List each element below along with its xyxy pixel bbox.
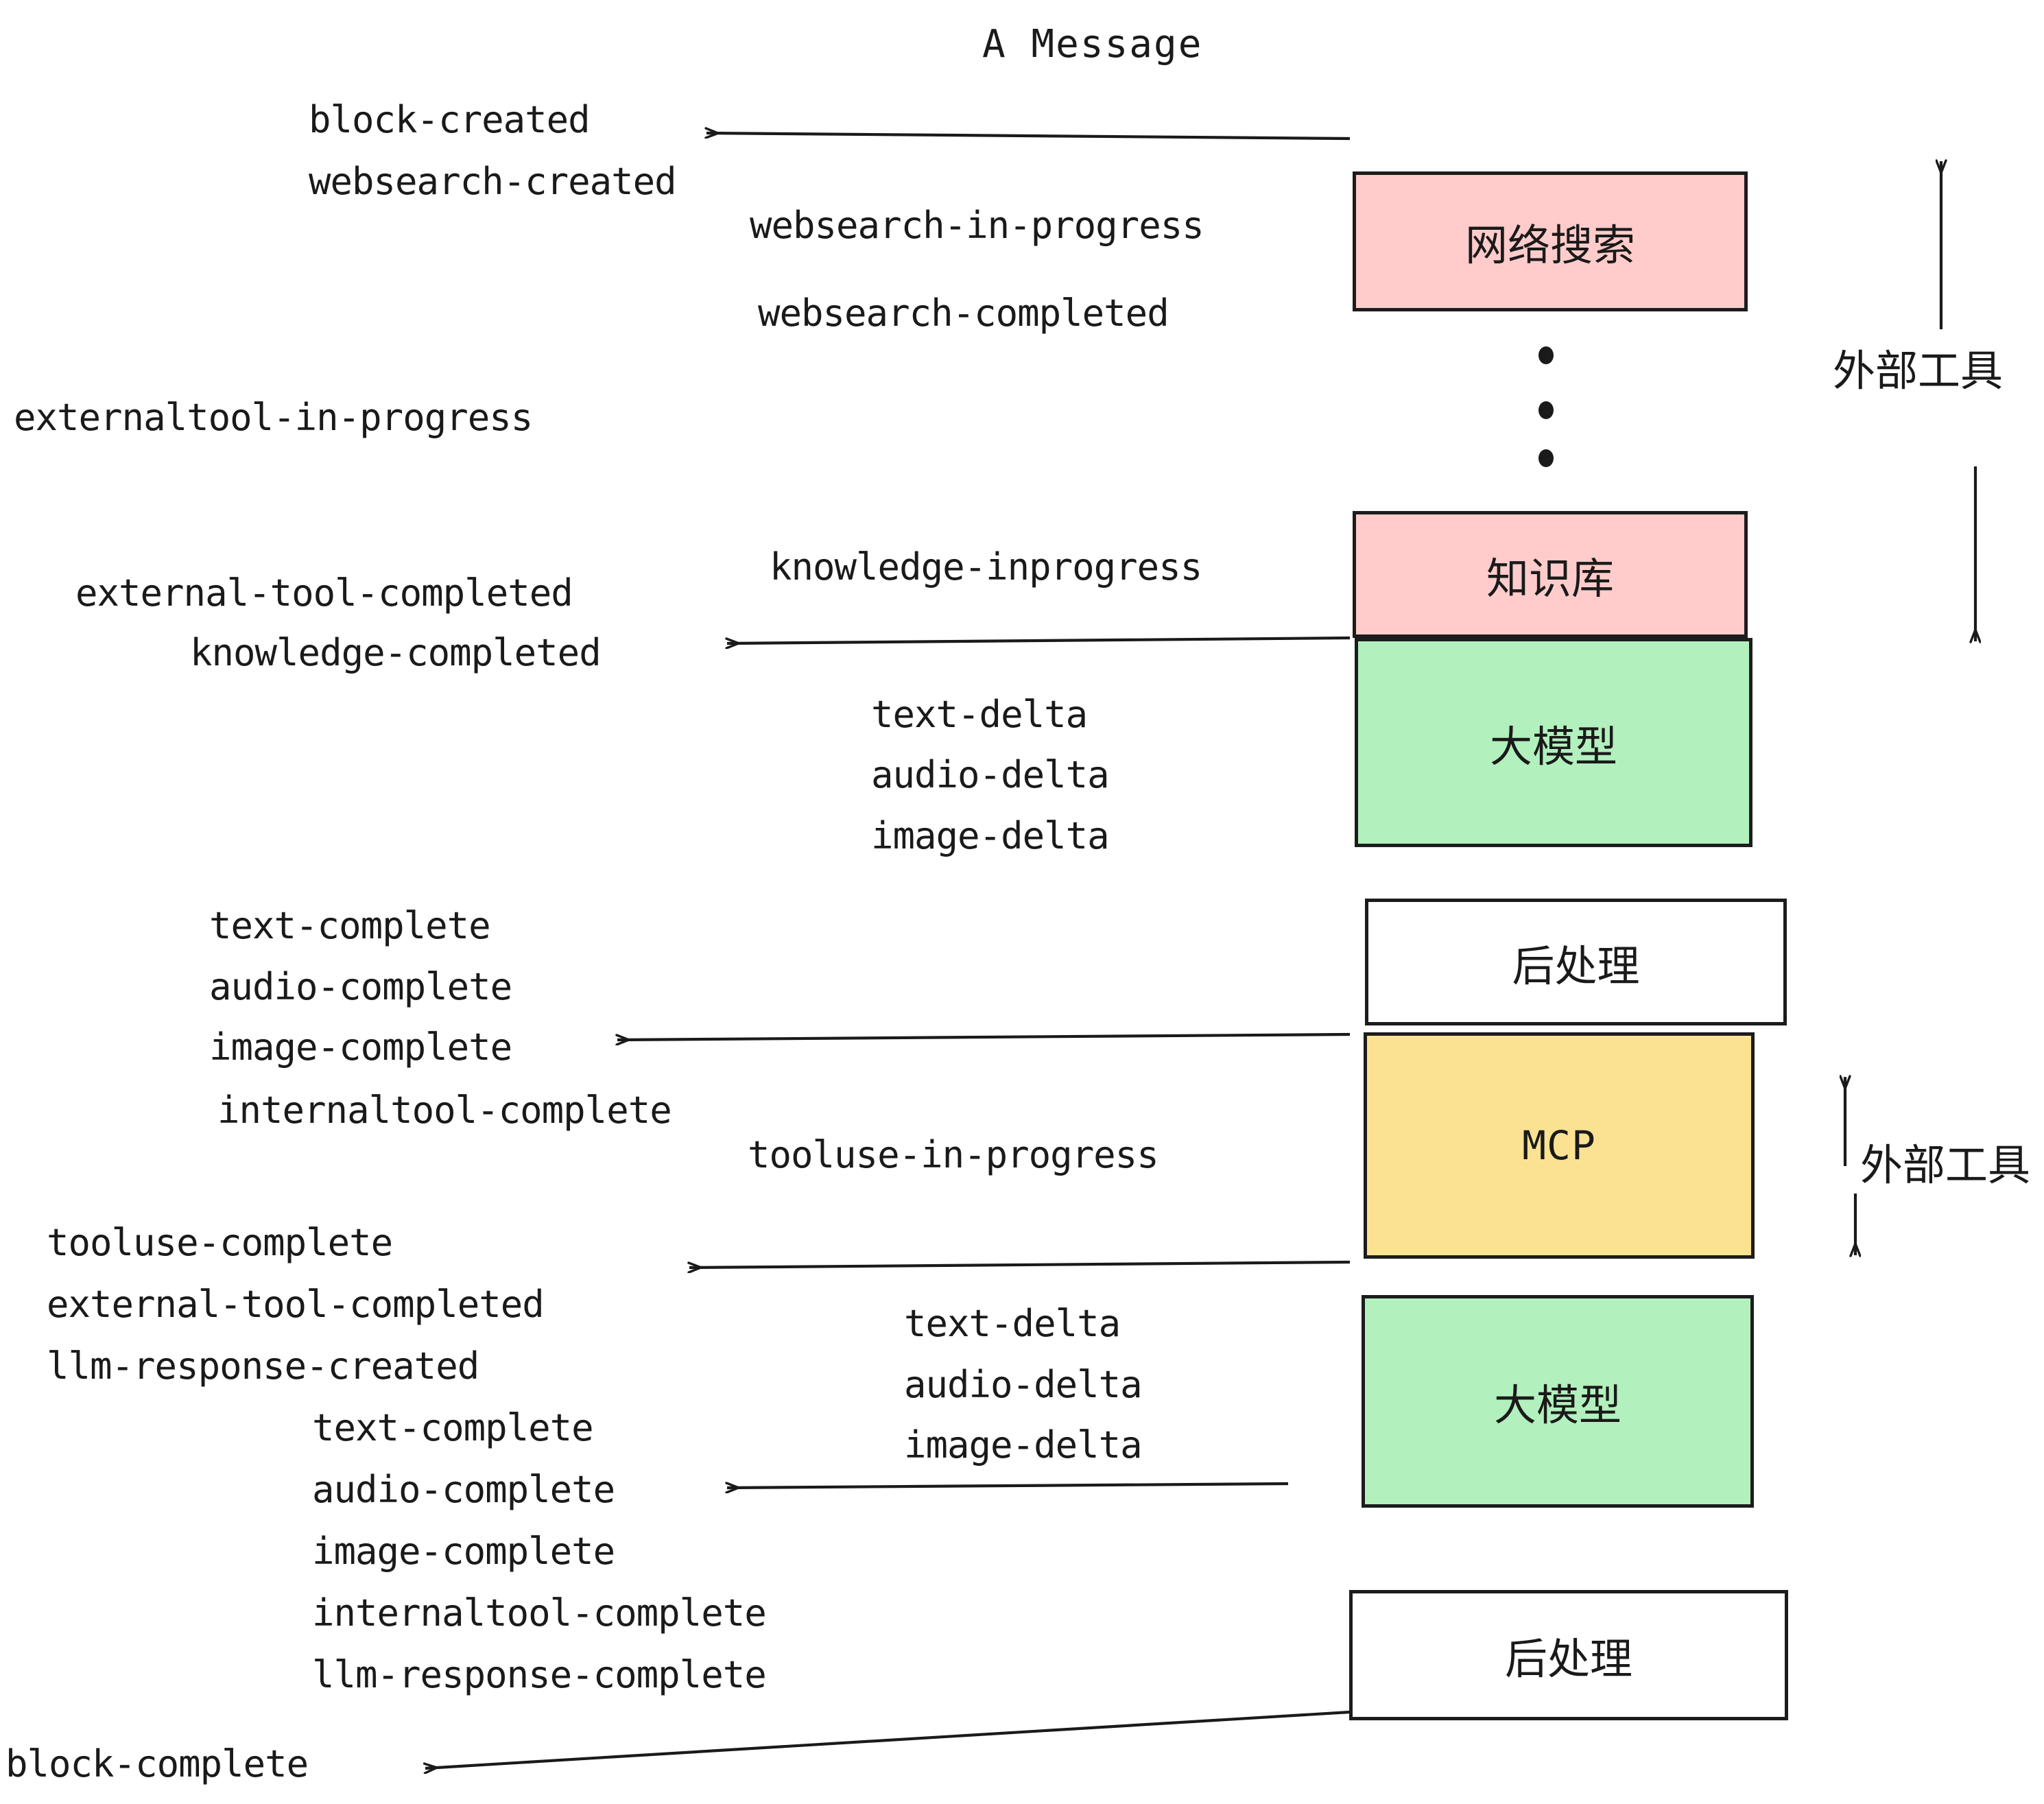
box-knowledge[interactable]: 知识库 [1353, 511, 1748, 638]
arrow-knowledge-completed [727, 636, 1351, 643]
event-externaltool-in-progress: externaltool-in-progress [14, 396, 533, 439]
event-text-delta-2: text-delta [904, 1302, 1121, 1345]
event-text-complete-2: text-complete [312, 1406, 594, 1449]
ellipsis-dot-3 [1538, 449, 1554, 467]
event-text-complete-1: text-complete [209, 904, 491, 947]
box-postprocess-1-label: 后处理 [1512, 940, 1640, 991]
box-postprocess-2-label: 后处理 [1504, 1634, 1632, 1684]
event-image-complete-1: image-complete [209, 1025, 512, 1069]
ellipsis-dot-1 [1538, 346, 1554, 364]
event-websearch-completed: websearch-completed [758, 292, 1169, 335]
ellipsis-dot-2 [1538, 401, 1554, 419]
event-knowledge-completed: knowledge-completed [190, 631, 602, 674]
box-knowledge-label: 知识库 [1486, 553, 1614, 604]
event-llm-response-complete: llm-response-complete [312, 1653, 767, 1696]
box-llm-1-label: 大模型 [1489, 721, 1617, 772]
event-image-complete-2: image-complete [312, 1530, 615, 1573]
box-websearch[interactable]: 网络搜索 [1353, 171, 1748, 311]
arrow-block-complete [425, 1710, 1351, 1768]
event-external-tool-completed-1: external-tool-completed [75, 571, 573, 615]
event-audio-complete-1: audio-complete [209, 965, 512, 1008]
box-mcp-label: MCP [1522, 1122, 1596, 1169]
event-tooluse-complete: tooluse-complete [47, 1221, 393, 1264]
event-tooluse-in-progress: tooluse-in-progress [748, 1133, 1159, 1176]
event-external-tool-completed-2: external-tool-completed [47, 1283, 545, 1326]
event-knowledge-inprogress: knowledge-inprogress [770, 545, 1202, 589]
box-websearch-label: 网络搜索 [1464, 220, 1635, 270]
event-image-delta-1: image-delta [871, 814, 1110, 857]
event-block-created: block-created [309, 98, 591, 141]
box-llm-2[interactable]: 大模型 [1362, 1295, 1754, 1508]
event-internaltool-complete-2: internaltool-complete [312, 1591, 767, 1635]
box-mcp[interactable]: MCP [1364, 1032, 1755, 1259]
arrow-image-complete-1 [617, 1032, 1351, 1040]
box-postprocess-1[interactable]: 后处理 [1365, 899, 1787, 1025]
event-block-complete: block-complete [5, 1742, 309, 1785]
event-audio-complete-2: audio-complete [312, 1468, 615, 1511]
event-image-delta-2: image-delta [904, 1423, 1143, 1467]
event-internaltool-complete-1: internaltool-complete [217, 1089, 672, 1132]
box-postprocess-2[interactable]: 后处理 [1349, 1590, 1788, 1720]
event-llm-response-created: llm-response-created [47, 1344, 479, 1388]
arrow-websearch-created [706, 133, 1351, 141]
annotation-external-tools-top: 外部工具 [1833, 346, 2004, 396]
arrow-tooluse-complete [689, 1260, 1351, 1268]
event-audio-delta-1: audio-delta [871, 753, 1110, 796]
event-websearch-created: websearch-created [309, 160, 677, 203]
annotation-external-tools-bottom: 外部工具 [1860, 1140, 2031, 1190]
box-llm-1[interactable]: 大模型 [1355, 638, 1752, 847]
diagram-title: A Message [982, 22, 1203, 67]
event-text-delta-1: text-delta [871, 693, 1088, 736]
event-websearch-in-progress: websearch-in-progress [750, 204, 1204, 247]
event-audio-delta-2: audio-delta [904, 1363, 1143, 1406]
arrow-audio-complete-2 [727, 1484, 1289, 1488]
box-llm-2-label: 大模型 [1493, 1380, 1621, 1430]
